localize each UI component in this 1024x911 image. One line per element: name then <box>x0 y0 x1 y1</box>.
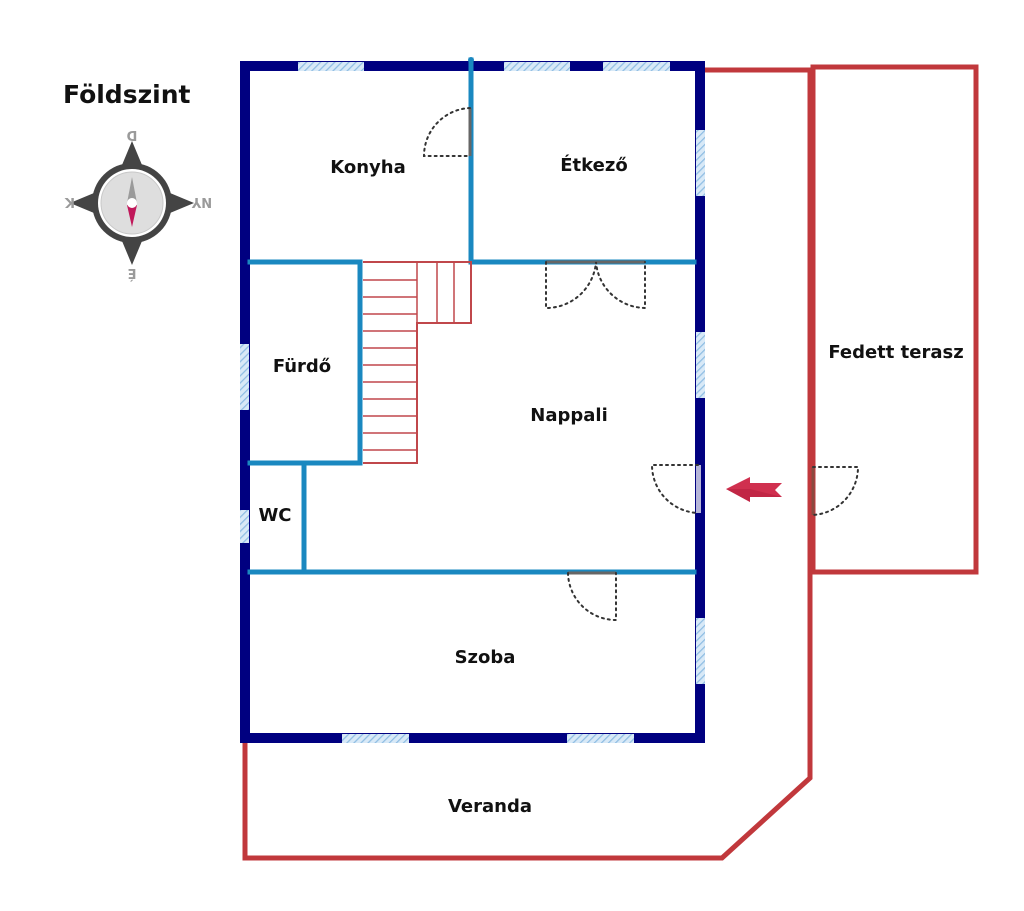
compass-label-left: K <box>64 194 75 209</box>
windows <box>240 62 705 743</box>
compass: D É K NY <box>64 127 212 281</box>
window <box>567 734 634 743</box>
room-label-nappali: Nappali <box>530 405 607 426</box>
compass-label-bottom: É <box>128 265 137 281</box>
room-label-szoba: Szoba <box>455 647 516 668</box>
window <box>504 62 570 71</box>
window <box>240 510 249 543</box>
compass-tick-bottom-icon <box>122 241 142 265</box>
room-label-etkezo: Étkező <box>560 154 627 176</box>
room-label-fedett-terasz: Fedett terasz <box>828 342 963 363</box>
window <box>603 62 670 71</box>
door-entrance <box>650 464 701 514</box>
doors <box>422 107 860 622</box>
entrance-arrow-icon <box>726 477 782 502</box>
room-label-veranda: Veranda <box>448 796 532 817</box>
staircase <box>363 261 472 464</box>
door-terrace <box>811 466 860 516</box>
room-label-konyha: Konyha <box>330 157 406 178</box>
compass-tick-top-icon <box>122 141 142 165</box>
compass-tick-right-icon <box>170 193 194 213</box>
terrace-outlines <box>242 64 979 861</box>
room-labels: Konyha Étkező Fürdő WC Nappali Szoba Fed… <box>258 154 963 817</box>
interior-walls <box>247 57 697 575</box>
fedett-terasz-outline <box>810 64 979 575</box>
window <box>240 344 249 410</box>
window <box>342 734 409 743</box>
compass-label-right: NY <box>191 194 212 209</box>
window <box>696 618 705 684</box>
room-label-furdo: Fürdő <box>273 356 331 377</box>
floor-title: Földszint <box>63 80 191 109</box>
room-label-wc: WC <box>258 505 291 526</box>
window <box>298 62 364 71</box>
door-etkezo-double <box>545 260 646 310</box>
door-szoba <box>567 571 617 622</box>
window <box>696 332 705 398</box>
compass-needle-north-icon <box>127 177 137 203</box>
window <box>696 130 705 196</box>
compass-tick-left-icon <box>70 193 94 213</box>
door-konyha <box>422 107 472 157</box>
compass-needle-south-icon <box>127 205 137 227</box>
veranda-outline <box>242 67 813 861</box>
compass-label-top: D <box>126 127 137 142</box>
